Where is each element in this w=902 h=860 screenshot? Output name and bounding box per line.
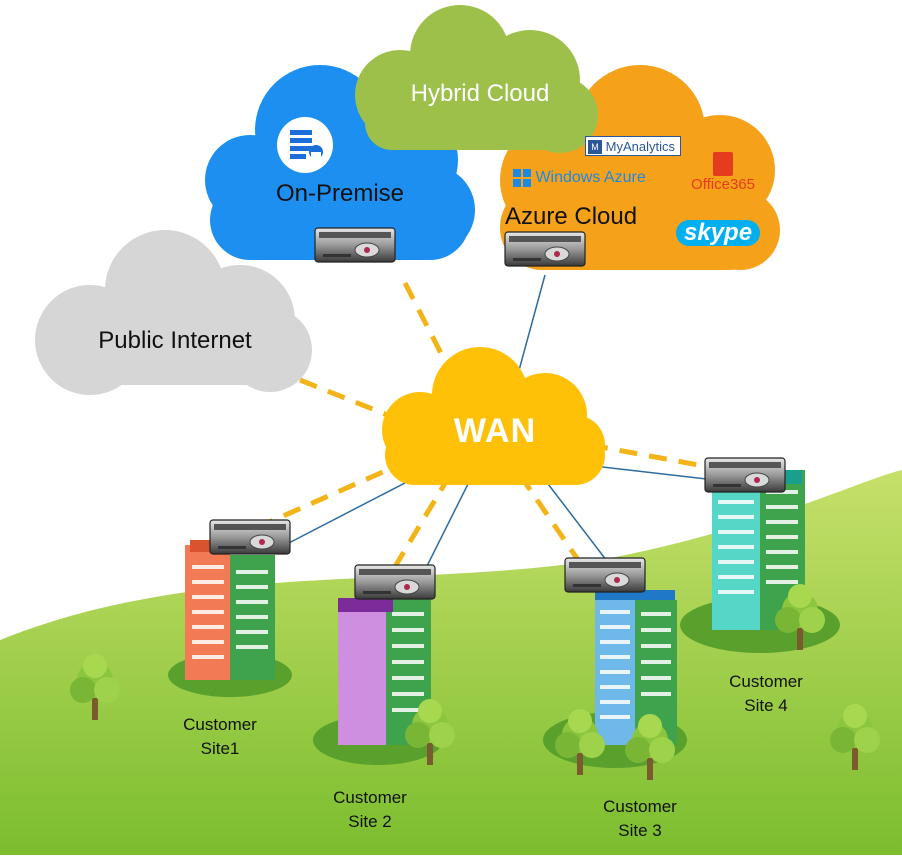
site1-server <box>209 519 291 555</box>
site3-label: Customer Site 3 <box>580 795 700 843</box>
on-premise-label: On-Premise <box>275 180 405 207</box>
link-wan-site3-dashed <box>517 473 588 572</box>
azure-cloud-label: Azure Cloud <box>505 203 638 230</box>
public-internet-label: Public Internet <box>98 327 252 354</box>
office-logo-icon <box>713 152 733 176</box>
link-onprem-wan <box>402 281 473 412</box>
site4-label-line2: Site 4 <box>744 696 788 715</box>
myanalytics-badge: M MyAnalytics <box>585 136 681 157</box>
site1-building <box>168 540 292 697</box>
site2-server <box>354 564 436 600</box>
link-wan-site2-dashed <box>387 473 453 577</box>
site4-server <box>704 457 786 493</box>
site4-label: Customer Site 4 <box>706 670 826 718</box>
wan-cloud <box>382 347 605 485</box>
onprem-server <box>314 227 396 263</box>
link-wan-site4-dashed <box>589 442 716 471</box>
site4-label-line1: Customer <box>729 672 803 691</box>
site2-label-line1: Customer <box>333 788 407 807</box>
office365-label: Office365 <box>691 176 755 193</box>
link-wan-site3 <box>544 479 611 566</box>
hybrid-cloud-label: Hybrid Cloud <box>410 80 550 107</box>
site3-server <box>564 557 646 593</box>
myanalytics-label: MyAnalytics <box>605 139 675 155</box>
link-wan-site4 <box>584 464 716 481</box>
link-wan-site2 <box>419 479 471 581</box>
site3-label-line2: Site 3 <box>618 821 662 840</box>
site1-label: Customer Site1 <box>160 713 280 761</box>
wan-label: WAN <box>453 412 537 450</box>
link-internet-wan <box>299 377 401 423</box>
secure-database-icon <box>290 130 323 160</box>
office365-badge: Office365 <box>683 152 763 193</box>
site2-label-line2: Site 2 <box>348 812 392 831</box>
site1-label-line2: Site1 <box>200 739 240 758</box>
ground-hill <box>0 470 902 855</box>
site1-label-line1: Customer <box>183 715 257 734</box>
public-internet-cloud <box>35 230 312 395</box>
windows-azure-badge: Windows Azure <box>513 169 646 187</box>
hybrid-cloud <box>355 5 598 153</box>
link-azure-wan <box>514 274 546 386</box>
site2-label: Customer Site 2 <box>310 786 430 834</box>
windows-azure-label: Windows Azure <box>535 169 646 186</box>
windows-logo-icon <box>513 169 531 187</box>
skype-badge: skype <box>676 219 761 246</box>
myanalytics-icon: M <box>588 139 602 154</box>
azure-server <box>504 231 586 267</box>
skype-label: skype <box>684 219 753 246</box>
site3-label-line1: Customer <box>603 797 677 816</box>
secure-db-icon-bg <box>277 117 333 173</box>
